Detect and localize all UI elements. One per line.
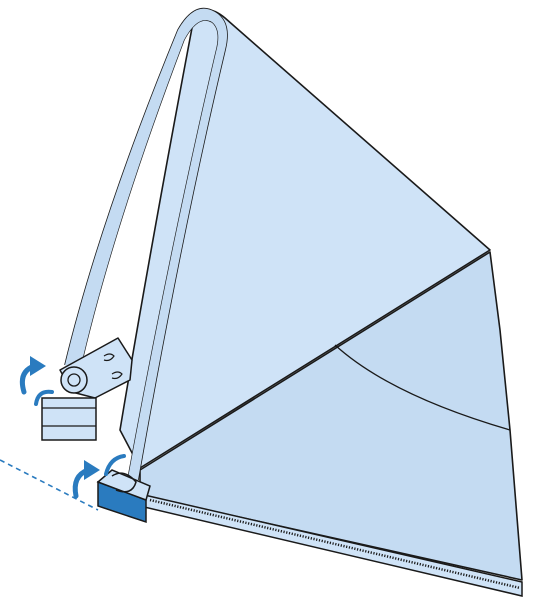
- fold-crease: [334, 344, 511, 431]
- canopy-frame-band: [65, 8, 228, 480]
- upper-hinge-bracket: [59, 337, 133, 399]
- curved-arrow-icon: [19, 356, 46, 395]
- zipper-teeth: [149, 498, 521, 590]
- curved-arrow-icon: [72, 460, 100, 499]
- lower-clip: [96, 454, 151, 524]
- upper-clip: [34, 389, 97, 441]
- dashed-guide-line: [0, 459, 99, 511]
